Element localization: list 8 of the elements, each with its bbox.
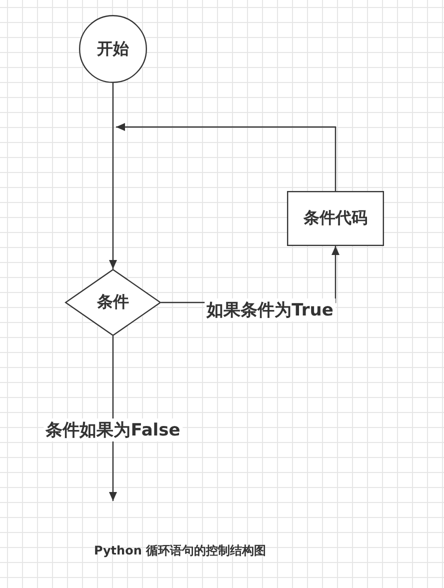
edge-label: 如果条件为True bbox=[204, 298, 336, 322]
start-circle: 开始 bbox=[79, 15, 147, 83]
arrow bbox=[116, 123, 336, 191]
edge-label: 条件如果为False bbox=[44, 418, 182, 442]
process-box: 条件代码 bbox=[287, 191, 384, 246]
arrow bbox=[109, 83, 117, 269]
decision-diamond: 条件 bbox=[65, 269, 161, 336]
caption: Python 循环语句的控制结构图 bbox=[94, 542, 266, 560]
